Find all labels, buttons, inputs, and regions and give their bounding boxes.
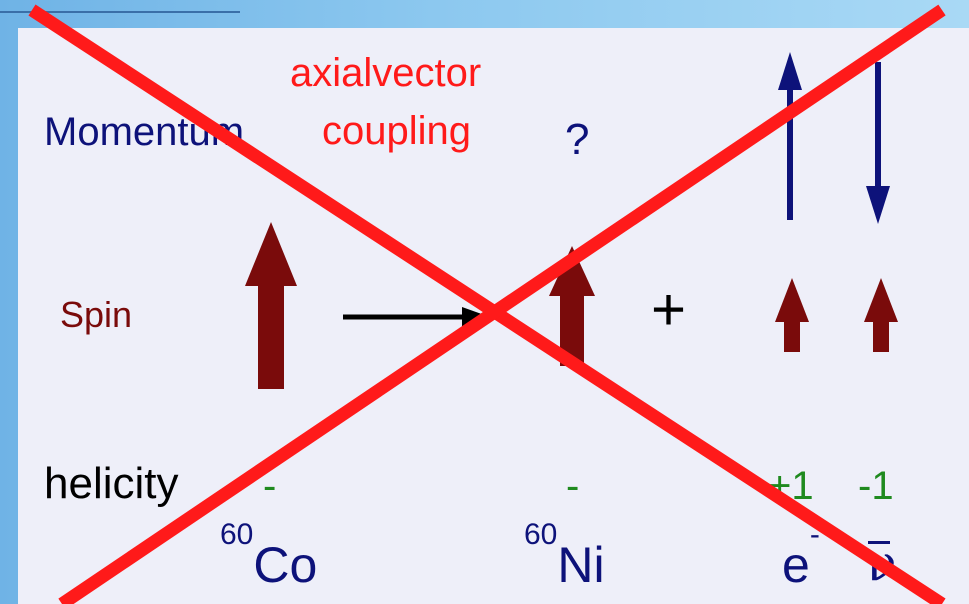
arrow-up-icon bbox=[778, 52, 802, 220]
spin-arrow-icon bbox=[864, 278, 898, 352]
spin-arrow-icon bbox=[775, 278, 809, 352]
helicity-ni: - bbox=[566, 464, 580, 508]
antineutrino-bar bbox=[868, 541, 890, 544]
electron-charge: - bbox=[809, 518, 820, 552]
electron-symbol: e bbox=[782, 537, 810, 593]
spin-label: Spin bbox=[60, 294, 133, 335]
coupling-label-line1: axialvector bbox=[290, 51, 482, 95]
helicity-antineutrino: -1 bbox=[858, 464, 894, 508]
nickel-60: 60Ni bbox=[524, 520, 605, 593]
nickel-symbol: Ni bbox=[557, 537, 605, 593]
cobalt-60: 60Co bbox=[220, 520, 318, 593]
plus-sign: + bbox=[651, 276, 687, 343]
title-underline bbox=[0, 11, 240, 13]
electron: e- bbox=[782, 520, 820, 593]
cobalt-symbol: Co bbox=[253, 537, 318, 593]
nickel-mass-number: 60 bbox=[524, 518, 558, 552]
spin-arrow-icon bbox=[245, 222, 297, 389]
cobalt-mass-number: 60 bbox=[220, 518, 254, 552]
spin-arrow-icon bbox=[549, 246, 595, 366]
cross-out-icon bbox=[28, 4, 946, 604]
coupling-label-line2: coupling bbox=[322, 109, 472, 153]
arrow-down-icon bbox=[866, 62, 890, 224]
helicity-label: helicity bbox=[44, 459, 179, 508]
helicity-co: - bbox=[263, 464, 277, 508]
question-mark: ? bbox=[565, 115, 590, 164]
